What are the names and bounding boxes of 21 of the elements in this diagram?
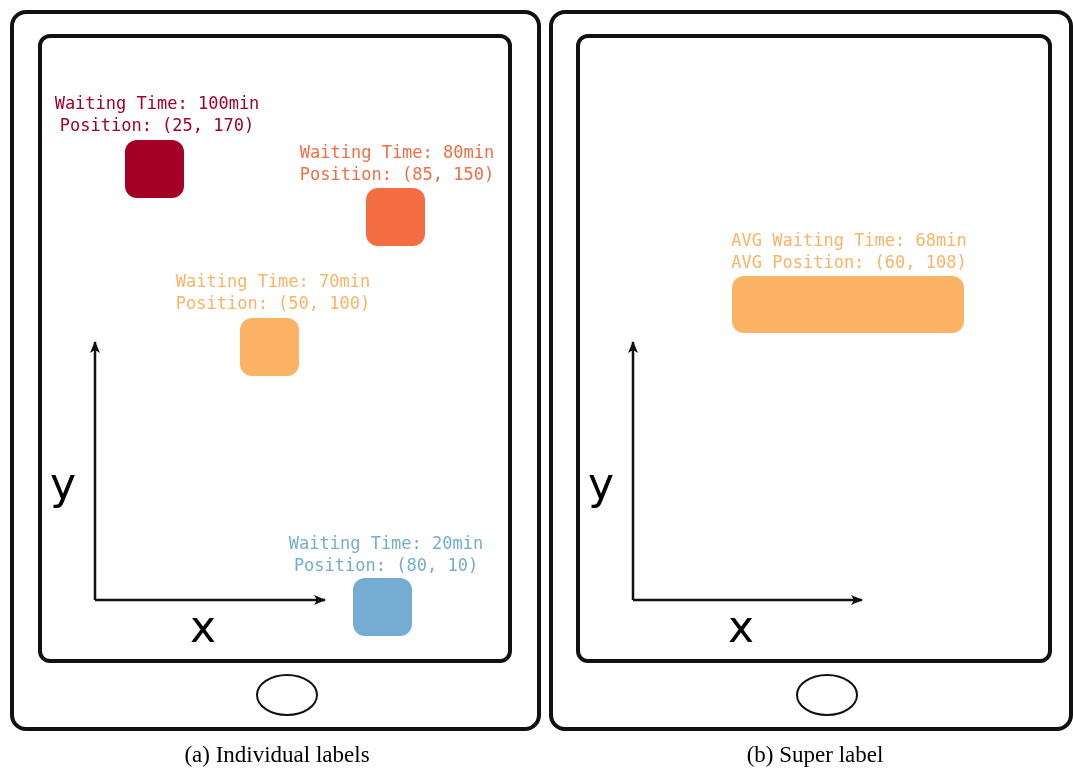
waiting-time-label: Waiting Time: 80min <box>299 141 495 163</box>
axis-label: y <box>588 462 615 506</box>
waiting-time-label: Waiting Time: 70min <box>175 270 371 292</box>
waiting-time-label: Waiting Time: 100min <box>54 92 260 114</box>
caption: (b) Super label <box>746 742 884 768</box>
axis-label: x <box>190 605 217 649</box>
marker-square <box>240 318 299 376</box>
axis-label: x <box>728 605 755 649</box>
caption: (a) Individual labels <box>184 742 370 768</box>
position-label: Position: (80, 10) <box>293 554 479 576</box>
axis-label: y <box>50 462 77 506</box>
marker-square <box>125 140 184 198</box>
marker-square <box>366 188 425 246</box>
position-label: Position: (50, 100) <box>175 292 371 314</box>
waiting-time-label: Waiting Time: 20min <box>288 532 484 554</box>
position-label: Position: (25, 170) <box>59 114 255 136</box>
position-label: Position: (85, 150) <box>299 163 495 185</box>
position-label: AVG Position: (60, 108) <box>731 251 967 273</box>
marker-square <box>732 276 964 333</box>
marker-square <box>353 578 412 636</box>
waiting-time-label: AVG Waiting Time: 68min <box>731 229 967 251</box>
